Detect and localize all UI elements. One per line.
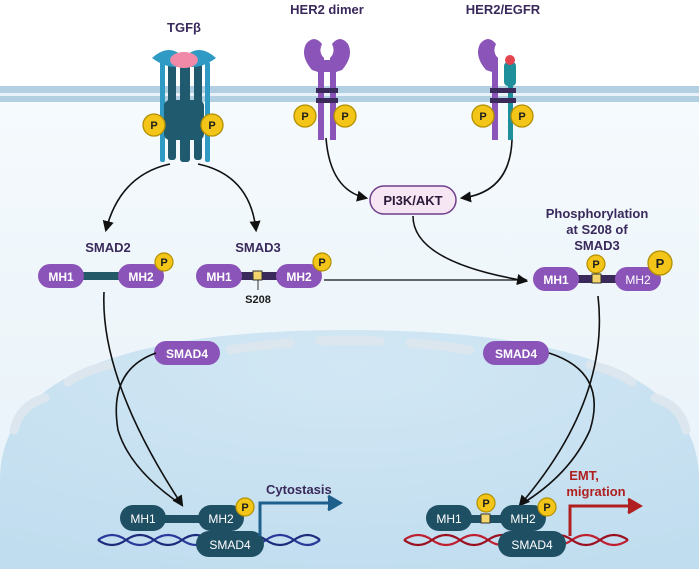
svg-text:SMAD4: SMAD4: [495, 347, 537, 361]
phospho-smad3-title-2: at S208 of: [566, 222, 628, 237]
svg-text:MH2: MH2: [510, 512, 536, 526]
phospho-badge: P: [293, 104, 317, 128]
smad2-title: SMAD2: [85, 240, 131, 255]
svg-text:P: P: [592, 259, 599, 271]
nuclear-complex-right: MH1 MH2 SMAD4 P P: [426, 493, 566, 557]
smad2-protein: MH1 MH2 P: [38, 252, 174, 288]
emt-label-1: EMT,: [569, 468, 599, 483]
svg-text:SMAD4: SMAD4: [511, 538, 553, 552]
cytostasis-label: Cytostasis: [266, 482, 332, 497]
svg-text:MH2: MH2: [208, 512, 234, 526]
svg-text:MH2: MH2: [128, 270, 154, 284]
svg-text:MH1: MH1: [543, 273, 569, 287]
nuclear-complex-left: MH1 MH2 SMAD4 P: [120, 497, 264, 557]
svg-text:P: P: [482, 498, 489, 510]
svg-text:PI3K/AKT: PI3K/AKT: [383, 193, 442, 208]
arrow-egfr-to-pi3k: [459, 139, 513, 203]
pathway-arrows: [102, 137, 601, 507]
plasma-membrane: [0, 86, 699, 102]
phospho-smad3-protein: MH1 MH2 P P: [533, 250, 673, 291]
svg-text:P: P: [656, 256, 665, 271]
emt-arrow: [568, 497, 643, 536]
svg-text:MH2: MH2: [286, 270, 312, 284]
arrow-smad2-to-nucleus: [103, 291, 184, 507]
svg-text:P: P: [301, 111, 308, 123]
svg-text:MH1: MH1: [48, 270, 74, 284]
pi3k-akt-node: PI3K/AKT: [369, 185, 457, 215]
svg-text:MH1: MH1: [206, 270, 232, 284]
arrow-tgfb-to-smad3: [197, 163, 261, 233]
svg-text:SMAD4: SMAD4: [209, 538, 251, 552]
svg-text:MH1: MH1: [130, 512, 156, 526]
svg-text:P: P: [479, 111, 486, 123]
smad3-title: SMAD3: [235, 240, 281, 255]
phospho-smad3-title-1: Phosphorylation: [546, 206, 649, 221]
phospho-badge: P: [510, 104, 534, 128]
arrow-tgfb-to-smad2: [102, 163, 171, 233]
phospho-badge: P: [471, 104, 495, 128]
svg-text:P: P: [518, 111, 525, 123]
svg-text:P: P: [318, 257, 325, 269]
her2-dimer-label: HER2 dimer: [290, 2, 364, 17]
svg-text:MH2: MH2: [625, 273, 651, 287]
arrow-pi3k-to-smad3-phospho: [412, 215, 529, 286]
phospho-badge: P: [200, 113, 224, 137]
svg-text:SMAD4: SMAD4: [166, 347, 208, 361]
emt-label-2: migration: [566, 484, 625, 499]
phospho-badge: P: [333, 104, 357, 128]
svg-text:P: P: [208, 120, 215, 132]
egfr-ligand: [505, 55, 515, 65]
svg-text:P: P: [341, 111, 348, 123]
svg-text:P: P: [241, 502, 248, 514]
svg-text:P: P: [543, 502, 550, 514]
svg-text:MH1: MH1: [436, 512, 462, 526]
s208-label: S208: [245, 294, 271, 306]
phospho-badge: P: [142, 113, 166, 137]
smad4-left: SMAD4: [154, 341, 220, 365]
tgfb-receptor: [152, 50, 216, 162]
smad3-protein: MH1 MH2 P: [196, 252, 332, 290]
svg-text:P: P: [160, 257, 167, 269]
arrow-smad4-right-to-nucleus: [519, 352, 595, 506]
tgfb-label: TGFβ: [167, 20, 201, 35]
cytostasis-arrow: [258, 494, 343, 536]
arrow-her2-to-pi3k: [325, 137, 369, 202]
arrow-smad4-left-to-nucleus: [115, 352, 183, 506]
tgfb-ligand: [170, 52, 198, 68]
svg-text:P: P: [150, 120, 157, 132]
smad4-right: SMAD4: [483, 341, 549, 365]
arrow-phospho-smad3-to-nucleus: [518, 295, 601, 507]
phospho-smad3-title-3: SMAD3: [574, 238, 620, 253]
her2-egfr-label: HER2/EGFR: [466, 2, 541, 17]
